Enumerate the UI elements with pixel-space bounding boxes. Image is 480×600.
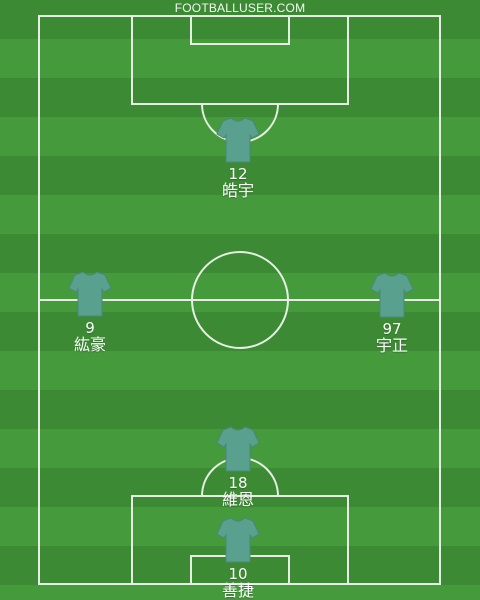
player-97[interactable]: 97 宇正 <box>347 271 437 355</box>
jersey-icon <box>216 426 260 472</box>
jersey-icon <box>216 117 260 163</box>
player-name: 紘豪 <box>73 335 106 354</box>
top-goal-area <box>190 15 290 45</box>
player-number: 12 <box>228 165 248 183</box>
player-number: 97 <box>382 320 402 338</box>
player-name: 宇正 <box>375 336 408 355</box>
player-name: 皓宇 <box>221 181 254 200</box>
top-penalty-area <box>131 15 349 105</box>
jersey-icon <box>216 517 260 563</box>
center-circle <box>191 251 289 349</box>
player-name: 維恩 <box>221 490 254 509</box>
player-number: 18 <box>228 474 248 492</box>
watermark: FOOTBALLUSER.COM <box>174 1 306 15</box>
player-12[interactable]: 12 皓宇 <box>193 116 283 200</box>
player-number: 10 <box>228 565 248 583</box>
player-18[interactable]: 18 維恩 <box>193 425 283 509</box>
jersey-icon <box>370 272 414 318</box>
jersey-icon <box>68 271 112 317</box>
player-number: 9 <box>85 319 95 337</box>
player-name: 善捷 <box>221 581 254 600</box>
player-10[interactable]: 10 善捷 <box>193 516 283 600</box>
player-9[interactable]: 9 紘豪 <box>45 270 135 354</box>
